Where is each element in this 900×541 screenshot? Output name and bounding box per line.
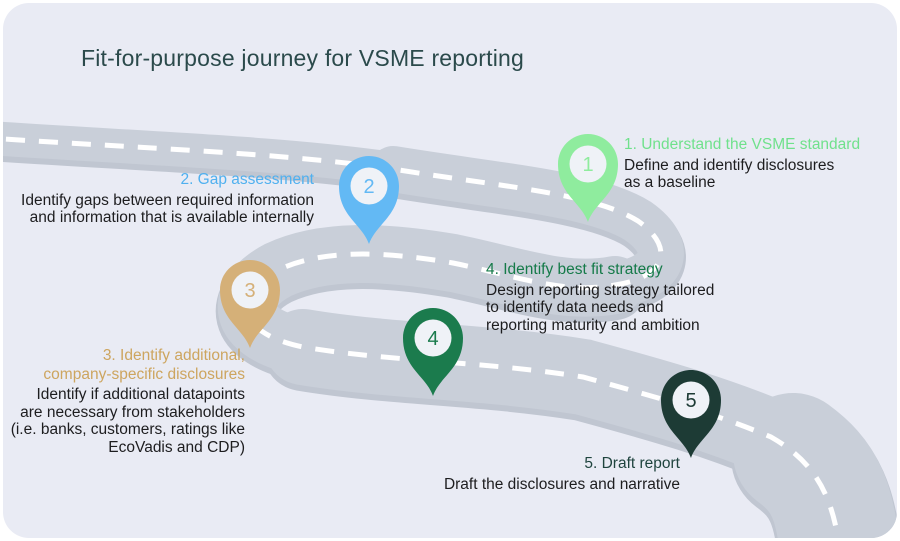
map-pin-5: 5 xyxy=(661,370,721,458)
pin-4-circle xyxy=(414,319,452,357)
step-2-heading: 2. Gap assessment xyxy=(180,171,314,188)
step-1-body: Define and identify disclosures as a bas… xyxy=(624,156,835,192)
pin-2-circle xyxy=(350,167,388,205)
step-3-block: 3. Identify additional, company-specific… xyxy=(5,347,245,456)
step-3-heading: 3. Identify additional, company-specific… xyxy=(43,347,245,383)
pin-4-number: 4 xyxy=(427,328,438,350)
pin-3-number: 3 xyxy=(244,280,255,302)
step-1-heading: 1. Understand the VSME standard xyxy=(624,136,861,153)
step-4-body: Design reporting strategy tailored to id… xyxy=(486,281,715,334)
map-pin-1: 1 xyxy=(558,134,618,222)
page-title: Fit-for-purpose journey for VSME reporti… xyxy=(81,45,525,71)
map-pin-3: 3 xyxy=(220,260,280,348)
step-4-heading: 4. Identify best fit strategy xyxy=(486,261,663,278)
pin-5-number: 5 xyxy=(685,390,696,412)
map-pin-2: 2 xyxy=(339,156,399,244)
pin-1-circle xyxy=(569,145,607,183)
step-5-body: Draft the disclosures and narrative xyxy=(443,475,680,493)
step-2-body: Identify gaps between required informati… xyxy=(21,191,314,227)
step-1-block: 1. Understand the VSME standard Define a… xyxy=(624,136,897,192)
pin-1-number: 1 xyxy=(582,154,593,176)
step-4-block: 4. Identify best fit strategy Design rep… xyxy=(486,261,746,334)
step-3-body: Identify if additional datapoints are ne… xyxy=(10,386,245,456)
step-5-heading: 5. Draft report xyxy=(584,455,680,472)
pin-3-circle xyxy=(231,271,269,309)
step-5-block: 5. Draft report Draft the disclosures an… xyxy=(350,455,680,493)
pin-5-circle xyxy=(672,381,710,419)
map-pin-4: 4 xyxy=(403,308,463,396)
step-2-block: 2. Gap assessment Identify gaps between … xyxy=(9,171,314,227)
infographic-card: Fit-for-purpose journey for VSME reporti… xyxy=(3,3,897,538)
pin-2-number: 2 xyxy=(363,176,374,198)
